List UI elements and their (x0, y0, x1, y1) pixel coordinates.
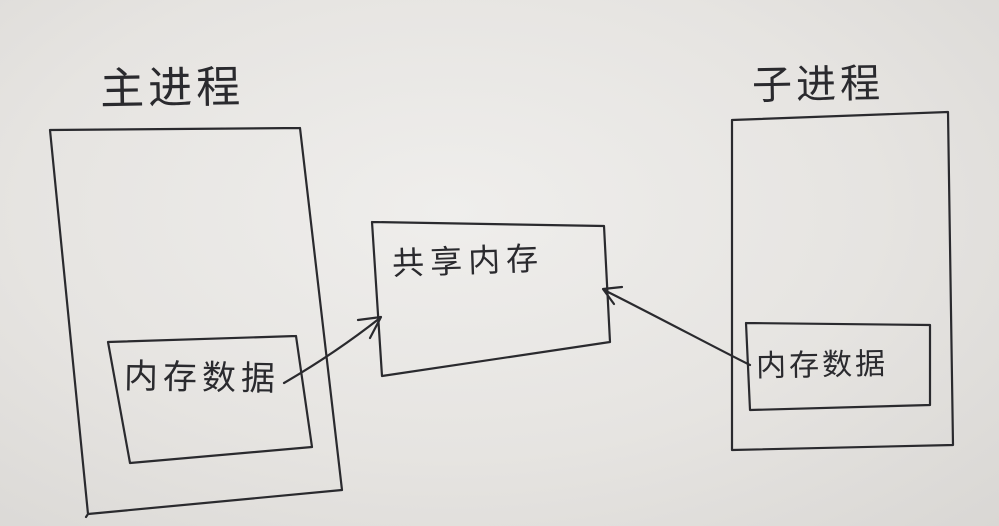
shared-memory-label: 共享内存 (391, 239, 545, 283)
main-process-box (48, 126, 344, 519)
child-memory-data-label: 内存数据 (755, 346, 889, 385)
child-process-label: 子进程 (751, 60, 885, 110)
arrow-head-main-to-shared (356, 315, 383, 340)
child-memory-data-box (744, 321, 932, 412)
arrow-main-to-shared (282, 316, 382, 385)
arrow-child-to-shared (602, 288, 752, 367)
main-process-label: 主进程 (99, 61, 245, 116)
arrow-head-child-to-shared (601, 285, 624, 306)
shared-memory-box (370, 220, 612, 378)
main-memory-data-label: 内存数据 (123, 356, 281, 400)
main-memory-data-box (106, 334, 314, 465)
child-process-box (730, 110, 955, 452)
